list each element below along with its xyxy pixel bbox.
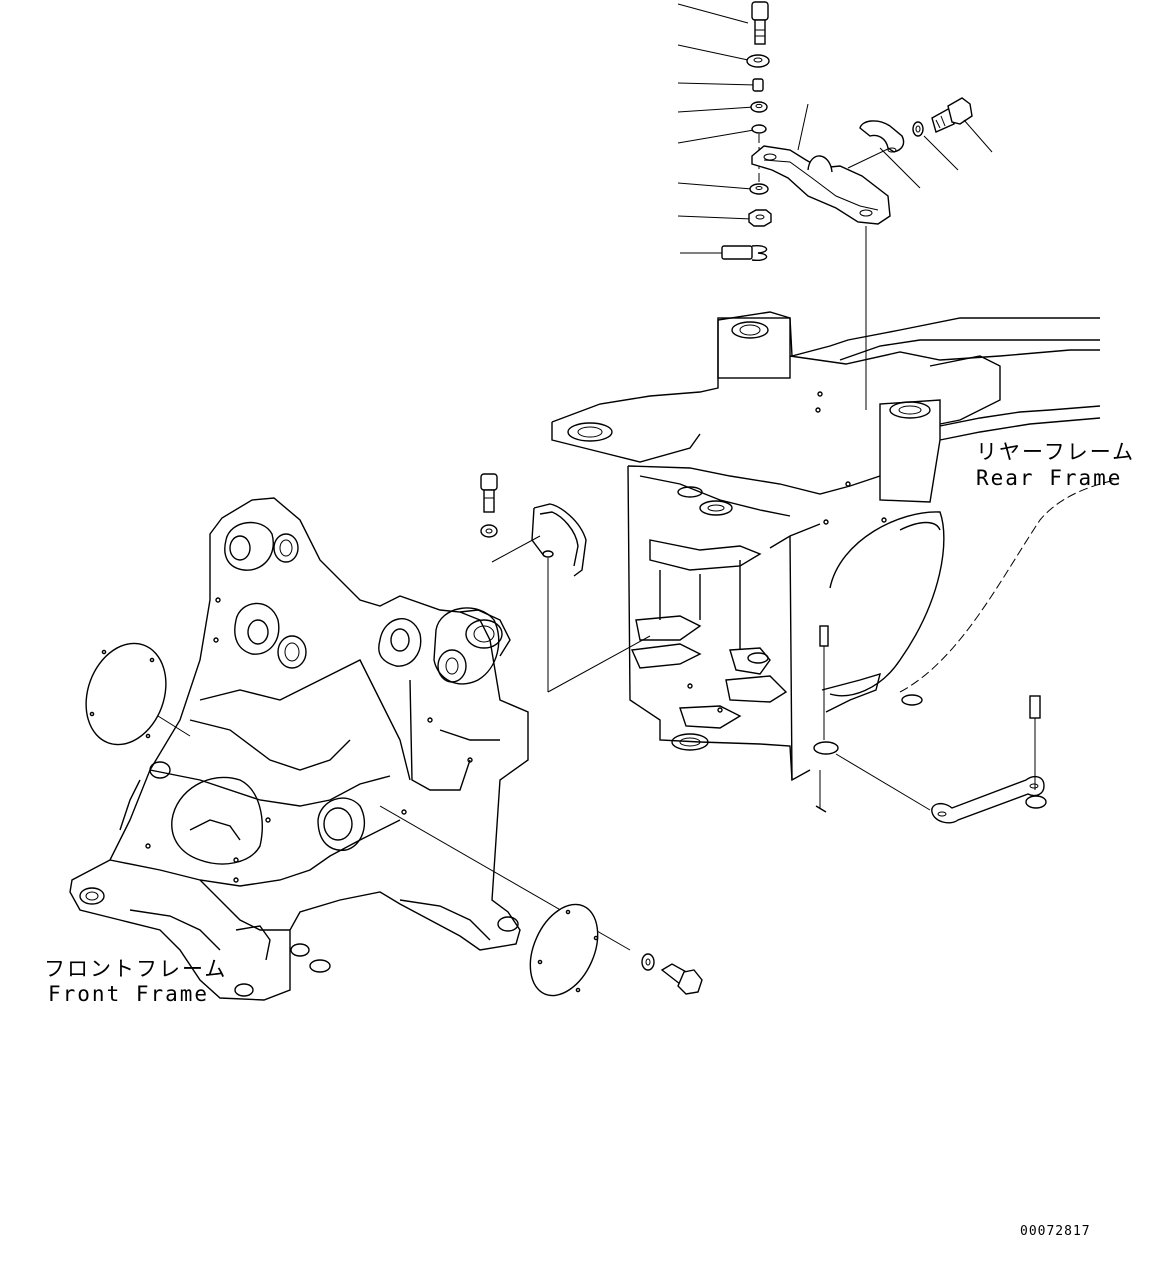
washer-3 — [751, 124, 767, 134]
ring-bracket — [531, 503, 587, 577]
washer-1 — [746, 54, 770, 68]
cover-plate-left — [85, 642, 191, 746]
link-rod — [931, 695, 1047, 824]
leader-ring — [491, 535, 541, 563]
bolt-center — [480, 473, 498, 513]
rear-frame-label-en: Rear Frame — [976, 466, 1123, 490]
bolt-right — [931, 97, 973, 133]
clip-pin — [721, 244, 768, 262]
nut — [748, 209, 772, 227]
washer-bottom — [641, 953, 655, 971]
cover-plate-bottom — [379, 805, 631, 997]
collar — [752, 78, 764, 92]
leader-lines-stack — [677, 3, 757, 254]
leader-washer-right — [923, 135, 959, 171]
rear-frame-label-jp: リヤーフレーム — [976, 440, 1136, 464]
front-frame-label-en: Front Frame — [48, 982, 210, 1006]
rear-frame — [551, 311, 1116, 813]
bolt-bottom — [660, 963, 703, 995]
bracket-plate — [751, 103, 891, 225]
leader-clamp — [879, 147, 921, 189]
washer-2 — [750, 101, 768, 113]
drawing-number: 00072817 — [1020, 1224, 1091, 1239]
leader-bolt-right — [963, 119, 993, 153]
washer-4 — [749, 183, 769, 195]
bolt-top — [751, 1, 769, 45]
washer-right — [912, 121, 924, 137]
washer-center — [480, 524, 498, 538]
front-frame-label-jp: フロントフレーム — [44, 957, 228, 981]
clamp-cap — [859, 120, 905, 153]
front-frame — [69, 497, 529, 1001]
center-line-ring-2 — [547, 635, 651, 693]
